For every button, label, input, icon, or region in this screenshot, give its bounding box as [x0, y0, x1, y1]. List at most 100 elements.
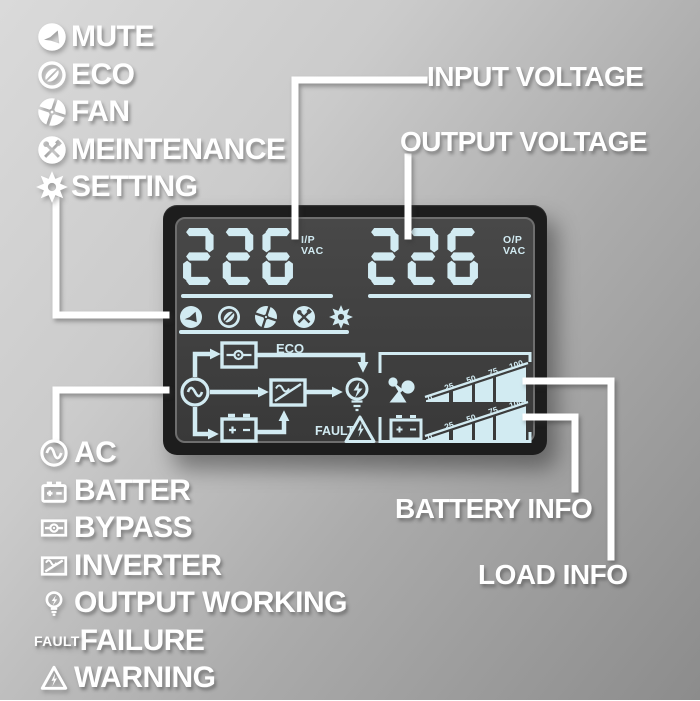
legend-item-failure: FAULT FAILURE: [34, 623, 347, 657]
legend-item-output-working: OUTPUT WORKING: [34, 588, 347, 618]
input-voltage-connector-line: [291, 76, 428, 240]
load-tick-0: 0: [426, 393, 434, 404]
flow-ac-to-battery-arrow: [192, 407, 219, 440]
legend-item-bypass: BYPASS: [34, 513, 347, 543]
input-display-underline: [181, 294, 333, 298]
flow-ac-to-bypass-arrow: [192, 348, 221, 377]
output-working-symbol: [345, 377, 369, 412]
fault-label: FAULT: [315, 424, 355, 438]
load-tick-75: 75: [487, 365, 499, 378]
seg-digit: [222, 228, 254, 285]
mute-glyph: [179, 304, 203, 329]
legend-label: AC: [74, 436, 117, 469]
bulb-icon: [34, 588, 74, 618]
battery-info-callout: BATTERY INFO: [395, 493, 593, 524]
maintenance-glyph: [291, 304, 316, 329]
fault-text-icon: FAULT: [34, 633, 80, 649]
legend-label: FAILURE: [79, 623, 205, 657]
bulb-glyph: [45, 591, 63, 616]
seg-digit: [262, 228, 293, 285]
lcd-flow-diagram: ECO FAU: [180, 341, 532, 443]
legend-item-mute: MUTE: [36, 22, 286, 52]
legend-item-fan: FAN: [36, 97, 286, 127]
output-unit-op: O/P: [503, 234, 523, 246]
legend-top: MUTE ECO FAN MEINTENANCE SETTING: [36, 22, 286, 210]
output-unit: O/P VAC: [503, 235, 526, 257]
setting-icon: [36, 171, 68, 203]
lcd-screen: I/P VAC O/P VAC: [175, 217, 535, 443]
fan-status-icon: [254, 304, 278, 334]
battery-tick-0: 0: [426, 432, 434, 443]
warning-glyph: [40, 665, 68, 690]
inverter-symbol: [269, 378, 307, 407]
legend-label: OUTPUT WORKING: [74, 586, 347, 619]
load-tick-25: 25: [443, 380, 455, 393]
legend-label: INVERTER: [74, 548, 222, 582]
input-voltage-display: [183, 228, 293, 285]
warning-symbol: [344, 415, 376, 443]
load-symbol: [388, 377, 415, 403]
legend-label: BYPASS: [74, 511, 193, 544]
fan-icon: [36, 97, 68, 127]
legend-label: MEINTENANCE: [71, 132, 286, 166]
ac-glyph: [40, 439, 68, 467]
battery-flow-symbol: [220, 413, 258, 443]
setting-glyph: [36, 171, 68, 203]
flow-battery-to-inverter-arrow: [257, 410, 290, 435]
seg-digit: [368, 228, 399, 285]
setting-glyph: [329, 304, 353, 329]
battery-tick-25: 25: [443, 419, 455, 432]
legend-label: ECO: [71, 57, 135, 91]
inverter-icon: [34, 551, 74, 581]
legend-item-warning: WARNING: [34, 663, 347, 693]
legend-item-inverter: INVERTER: [34, 548, 347, 582]
maintenance-status-icon: [291, 304, 316, 334]
legend-label: WARNING: [74, 661, 216, 694]
battery-tick-50: 50: [465, 412, 477, 425]
legend-item-ac: AC: [34, 438, 347, 468]
maintenance-glyph: [37, 134, 67, 165]
battery-chart: 0 25 50 75 100: [424, 397, 529, 443]
input-voltage-callout: INPUT VOLTAGE: [427, 61, 644, 92]
legend-item-eco: ECO: [36, 57, 286, 91]
output-unit-vac: VAC: [503, 245, 526, 257]
ac-symbol: [180, 377, 210, 407]
battery-glyph: [41, 481, 67, 503]
ac-icon: [34, 438, 74, 468]
maintenance-icon: [36, 134, 68, 165]
fan-glyph: [37, 97, 67, 127]
legend-label: FAN: [71, 95, 130, 128]
input-unit-vac: VAC: [301, 245, 324, 257]
output-voltage-display: [368, 228, 478, 285]
load-info-connector-line: [522, 377, 615, 561]
battery-tick-75: 75: [487, 404, 499, 417]
input-unit: I/P VAC: [301, 235, 324, 257]
legend-bottom: AC BATTER BYPASS INVERTER OUTPUT WORKING…: [34, 438, 347, 701]
lcd-status-icon-row: [179, 304, 353, 334]
legend-label: SETTING: [71, 170, 198, 203]
ac-connector-line: [52, 386, 170, 442]
battery-icon: [34, 476, 74, 506]
battery-chart-bracket: [378, 417, 532, 443]
status-row-underline: [179, 330, 349, 334]
eco-glyph: [216, 304, 241, 329]
flow-eco-to-output-arrow: [256, 352, 369, 373]
load-tick-50: 50: [465, 373, 477, 386]
output-voltage-callout: OUTPUT VOLTAGE: [400, 126, 648, 157]
lcd-panel: I/P VAC O/P VAC: [163, 205, 547, 455]
input-unit-ip: I/P: [301, 234, 316, 246]
setting-connector-line: [52, 196, 170, 319]
load-chart-bracket: [378, 352, 532, 373]
seg-digit: [183, 228, 214, 285]
seg-digit: [407, 228, 439, 285]
bypass-glyph: [40, 519, 68, 537]
load-info-callout: LOAD INFO: [478, 559, 628, 590]
mute-icon: [36, 22, 68, 52]
legend-item-battery: BATTER: [34, 473, 347, 507]
load-chart: 0 25 50 75 100: [424, 358, 529, 404]
legend-label: BATTER: [74, 473, 191, 507]
fault-word: FAULT: [34, 632, 80, 649]
eco-icon: [36, 59, 68, 90]
